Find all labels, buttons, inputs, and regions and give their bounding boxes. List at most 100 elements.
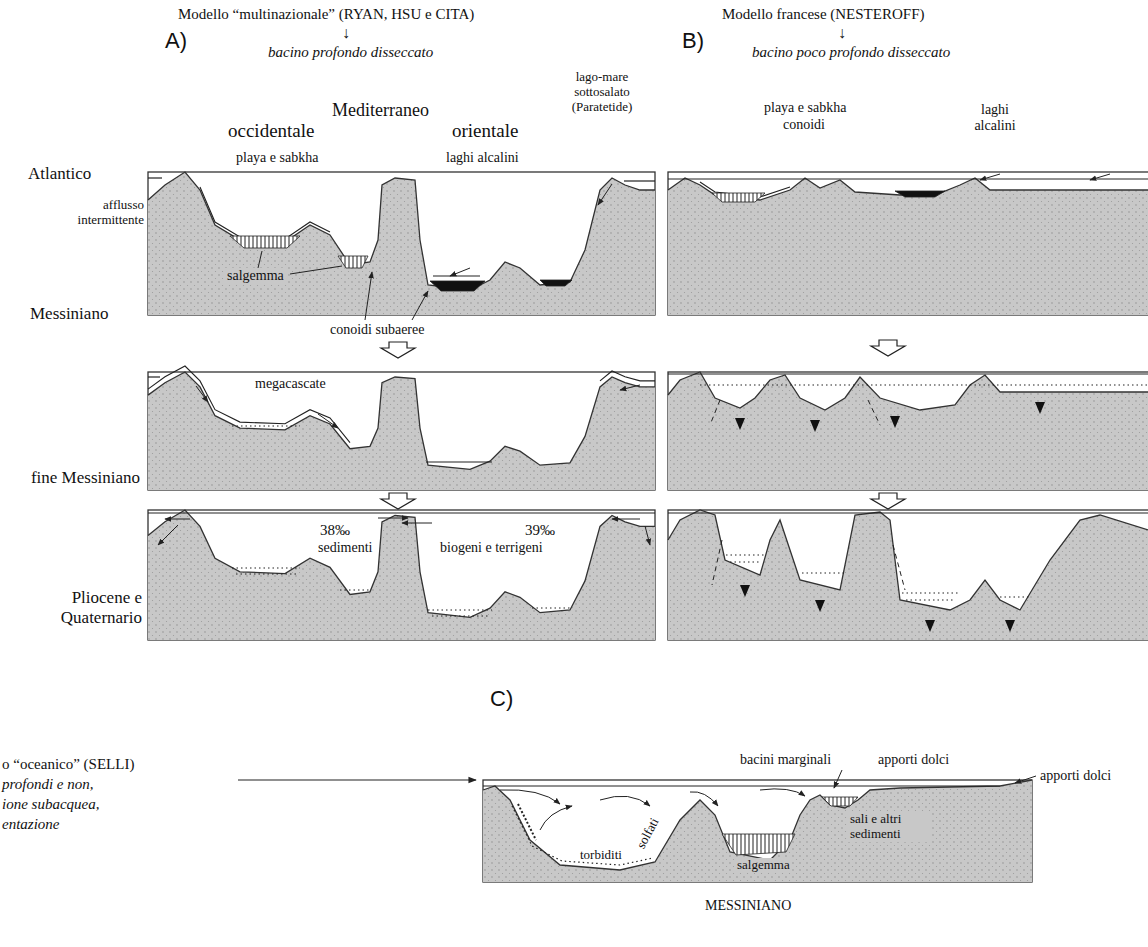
text-label: bacino profondo disseccato bbox=[268, 44, 433, 61]
leader-line bbox=[258, 251, 262, 268]
text-label: salgemma bbox=[735, 858, 792, 873]
section-frame bbox=[668, 510, 1148, 640]
text-label: apporti dolci bbox=[878, 752, 949, 768]
rock-salt-lens bbox=[338, 256, 368, 268]
fault-line bbox=[868, 400, 880, 425]
circulation-arrow bbox=[600, 796, 650, 806]
terrain-stipple bbox=[148, 510, 655, 640]
text-label: lago-mare sottosalato (Paratetide) bbox=[552, 70, 652, 115]
terrain-stipple bbox=[668, 372, 1148, 490]
text-label: bacini marginali bbox=[740, 752, 831, 768]
stage-arrow bbox=[871, 493, 905, 509]
section-frame bbox=[668, 372, 1148, 490]
subsidence-mark bbox=[815, 600, 825, 612]
sediment-layer bbox=[428, 609, 492, 610]
text-label: 39‰ bbox=[525, 522, 555, 539]
terrain-fill bbox=[148, 372, 655, 490]
sea-level bbox=[668, 179, 1148, 180]
text-label: playa e sabkha bbox=[236, 150, 318, 166]
terrain-fill bbox=[668, 510, 1148, 640]
text-label: occidentale bbox=[228, 120, 315, 142]
terrain-stipple bbox=[148, 372, 655, 490]
terrain-surface bbox=[668, 510, 1148, 610]
text-label: 38‰ bbox=[320, 522, 350, 539]
text-label: sedimenti bbox=[318, 540, 372, 556]
terrain-surface bbox=[148, 372, 655, 469]
water-line bbox=[600, 371, 655, 381]
text-label: torbiditi bbox=[580, 848, 622, 863]
text-label: solfati bbox=[634, 816, 662, 852]
text-label: salgemma bbox=[225, 268, 286, 284]
flow-arrow bbox=[612, 519, 640, 520]
flow-arrow bbox=[158, 525, 178, 545]
terrain-surface bbox=[148, 510, 655, 617]
terrain-fill bbox=[668, 372, 1148, 490]
terrain-surface bbox=[148, 172, 655, 290]
flow-arrow bbox=[318, 414, 338, 428]
flow-arrow bbox=[645, 526, 650, 545]
text-label: profondi e non, bbox=[2, 776, 94, 793]
section-frame bbox=[148, 510, 655, 640]
terrain-stipple bbox=[483, 780, 1032, 882]
text-label: C) bbox=[490, 686, 513, 711]
terrain-stipple bbox=[148, 172, 655, 315]
text-label: entazione bbox=[2, 816, 60, 833]
text-label: Atlantico bbox=[28, 164, 91, 184]
pointer-arrow bbox=[238, 779, 476, 780]
text-label: ione subacquea, bbox=[2, 796, 99, 813]
circulation-arrow bbox=[760, 789, 805, 796]
subsidence-mark bbox=[1035, 402, 1045, 414]
text-label: laghi alcalini bbox=[446, 150, 519, 166]
sediment-layer bbox=[726, 554, 765, 555]
sediment-layer bbox=[700, 384, 1148, 385]
text-label: bacino poco profondo disseccato bbox=[752, 44, 950, 61]
subsidence-mark bbox=[810, 420, 820, 432]
section-frame bbox=[148, 172, 655, 315]
terrain-fill bbox=[148, 510, 655, 640]
terrain-stipple bbox=[668, 510, 1148, 640]
sea-level bbox=[668, 373, 1148, 374]
text-label: ↓ bbox=[342, 24, 350, 42]
inflow-arrow bbox=[834, 770, 842, 788]
fault-line bbox=[893, 545, 905, 590]
water-line bbox=[426, 461, 492, 462]
sea-level bbox=[148, 376, 160, 377]
alkaline-lake bbox=[895, 191, 945, 197]
section-frames bbox=[148, 172, 1148, 882]
terrain-profiles bbox=[148, 172, 1148, 882]
flow-arrow bbox=[620, 385, 640, 390]
sediment-layer bbox=[232, 425, 300, 426]
sediment-layer bbox=[340, 589, 370, 590]
turbidite-layer bbox=[512, 806, 653, 865]
section-frame bbox=[483, 780, 1032, 882]
flow-arrow bbox=[1090, 174, 1110, 180]
text-label: biogeni e terrigeni bbox=[440, 540, 543, 556]
text-label: megacascate bbox=[255, 376, 326, 392]
circulation-arrow bbox=[500, 790, 560, 804]
sea-level bbox=[148, 512, 655, 513]
stage-arrow bbox=[381, 493, 415, 509]
flow-arrow bbox=[598, 184, 612, 205]
section-frame bbox=[148, 372, 655, 490]
sediment-layer bbox=[802, 572, 845, 573]
text-label: MESSINIANO bbox=[705, 898, 791, 914]
rock-salt-lens bbox=[722, 834, 795, 855]
water-line bbox=[148, 366, 350, 443]
terrain-surface bbox=[483, 780, 1032, 870]
rock-salt-lens bbox=[822, 797, 858, 806]
rock-salt-lens bbox=[230, 236, 300, 248]
flow-arrow bbox=[165, 519, 190, 520]
sediment-layer bbox=[432, 615, 488, 616]
sediment-layer bbox=[902, 592, 960, 593]
sea-level bbox=[668, 512, 1148, 513]
text-label: Messiniano bbox=[30, 304, 108, 324]
section-frame bbox=[668, 172, 1148, 315]
leader-line bbox=[365, 272, 372, 320]
circulation-arrow bbox=[690, 792, 718, 806]
sea-level bbox=[624, 180, 655, 181]
terrain-fill bbox=[148, 172, 655, 315]
subsidence-mark bbox=[740, 585, 750, 597]
flow-arrow bbox=[402, 523, 432, 524]
flow-arrow bbox=[378, 518, 408, 519]
